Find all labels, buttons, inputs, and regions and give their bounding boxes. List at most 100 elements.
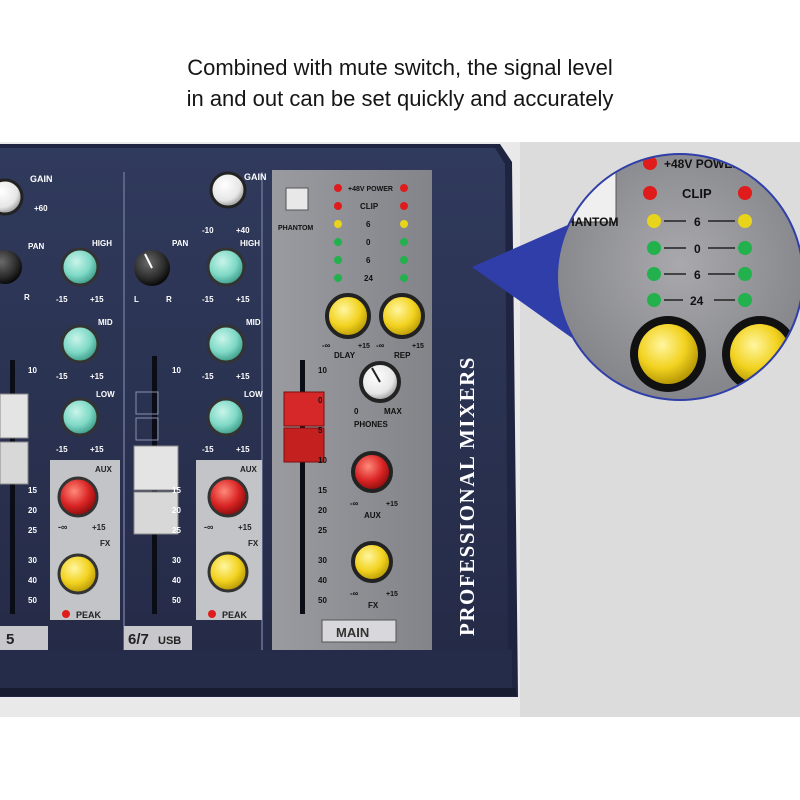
svg-text:MAX: MAX — [384, 407, 402, 416]
svg-text:-15: -15 — [202, 295, 214, 304]
high-eq-knob-left — [60, 247, 100, 287]
svg-text:PAN: PAN — [28, 242, 45, 251]
svg-text:MID: MID — [98, 318, 113, 327]
fx-knob-67 — [207, 551, 249, 593]
svg-text:HIGH: HIGH — [92, 239, 112, 248]
svg-text:-∞: -∞ — [58, 522, 68, 532]
svg-text:10: 10 — [28, 366, 37, 375]
svg-text:L: L — [134, 295, 139, 304]
svg-text:0: 0 — [318, 396, 323, 405]
rep-knob — [379, 293, 425, 339]
svg-text:AUX: AUX — [364, 511, 382, 520]
svg-text:LOW: LOW — [244, 390, 263, 399]
svg-text:50: 50 — [172, 596, 181, 605]
svg-text:30: 30 — [28, 556, 37, 565]
svg-text:+40: +40 — [236, 226, 250, 235]
svg-text:-∞: -∞ — [204, 522, 214, 532]
svg-text:AUX: AUX — [240, 465, 258, 474]
peak-led-left — [62, 610, 70, 618]
peak-led-67 — [208, 610, 216, 618]
brand-text: PROFESSIONAL MIXERS — [455, 356, 479, 636]
svg-text:+15: +15 — [358, 343, 370, 350]
svg-text:+15: +15 — [236, 445, 250, 454]
svg-text:+15: +15 — [90, 445, 104, 454]
svg-text:+15: +15 — [238, 523, 252, 532]
fader-cap-67 — [133, 445, 179, 491]
high-eq-knob-67 — [206, 247, 246, 287]
svg-text:6: 6 — [366, 220, 371, 229]
mixer-photo: 5 6/7 USB GAIN +60 PAN R HIGH -15 +15 MI… — [0, 142, 800, 717]
svg-text:+60: +60 — [34, 204, 48, 213]
svg-text:FX: FX — [248, 539, 259, 548]
svg-text:0: 0 — [354, 407, 359, 416]
gain-knob-67 — [209, 171, 247, 209]
svg-text:25: 25 — [172, 526, 181, 535]
svg-text:DLAY: DLAY — [334, 351, 356, 360]
caption: Combined with mute switch, the signal le… — [0, 52, 800, 114]
fader-track-left — [10, 360, 15, 614]
low-eq-knob-67 — [206, 397, 246, 437]
svg-text:25: 25 — [28, 526, 37, 535]
svg-text:R: R — [24, 293, 30, 302]
aux-knob-67 — [207, 476, 249, 518]
channel-5-plate — [0, 626, 48, 650]
svg-text:+15: +15 — [90, 295, 104, 304]
svg-text:+15: +15 — [412, 343, 424, 350]
svg-text:5: 5 — [318, 426, 323, 435]
svg-text:+15: +15 — [386, 591, 398, 598]
svg-text:-∞: -∞ — [376, 341, 385, 350]
svg-text:+15: +15 — [90, 372, 104, 381]
svg-text:-15: -15 — [202, 445, 214, 454]
svg-text:50: 50 — [318, 596, 327, 605]
svg-text:40: 40 — [172, 576, 181, 585]
zoom-pointer — [472, 224, 572, 338]
svg-text:PEAK: PEAK — [222, 610, 248, 620]
svg-text:CLIP: CLIP — [682, 186, 712, 201]
svg-text:20: 20 — [28, 506, 37, 515]
svg-text:CLIP: CLIP — [360, 202, 379, 211]
svg-text:6: 6 — [694, 215, 701, 229]
svg-text:15: 15 — [28, 486, 37, 495]
zoom-lens: HANTOM +48V POWER CLIP 6 0 6 24 — [558, 155, 800, 399]
svg-text:-∞: -∞ — [322, 341, 331, 350]
svg-text:MID: MID — [246, 318, 261, 327]
master-fader-cap[interactable] — [283, 391, 325, 427]
mid-eq-knob-left — [60, 324, 100, 364]
svg-text:40: 40 — [28, 576, 37, 585]
svg-text:FX: FX — [368, 601, 379, 610]
fader-cap-left — [0, 393, 29, 439]
phantom-switch[interactable] — [285, 187, 309, 211]
svg-text:-15: -15 — [56, 445, 68, 454]
svg-text:0: 0 — [694, 242, 701, 256]
channel-67-plate — [124, 626, 192, 650]
svg-text:6: 6 — [694, 268, 701, 282]
channel-67-label: 6/7 — [128, 631, 149, 648]
svg-text:HANTOM: HANTOM — [566, 215, 618, 229]
pan-knob-left — [0, 250, 22, 284]
svg-text:+48V POWER: +48V POWER — [348, 186, 393, 193]
svg-text:-∞: -∞ — [350, 589, 359, 598]
svg-text:+15: +15 — [236, 372, 250, 381]
svg-text:FX: FX — [100, 539, 111, 548]
master-aux-knob — [351, 451, 393, 493]
svg-text:10: 10 — [172, 366, 181, 375]
master-fx-knob — [351, 541, 393, 583]
low-eq-knob-left — [60, 397, 100, 437]
mid-eq-knob-67 — [206, 324, 246, 364]
svg-text:REP: REP — [394, 351, 411, 360]
svg-text:+15: +15 — [92, 523, 106, 532]
caption-line-2: in and out can be set quickly and accura… — [186, 86, 614, 111]
svg-text:+15: +15 — [236, 295, 250, 304]
zoom-dlay-knob — [638, 324, 698, 384]
gain-label-left: GAIN — [30, 174, 53, 184]
svg-text:PHONES: PHONES — [354, 420, 388, 429]
svg-text:HIGH: HIGH — [240, 239, 260, 248]
channel-5-label: 5 — [6, 631, 14, 648]
gain-knob-left — [0, 178, 24, 216]
svg-text:AUX: AUX — [95, 465, 113, 474]
svg-text:10: 10 — [318, 366, 327, 375]
svg-text:-15: -15 — [56, 372, 68, 381]
svg-text:24: 24 — [364, 274, 373, 283]
svg-text:30: 30 — [172, 556, 181, 565]
svg-text:15: 15 — [172, 486, 181, 495]
